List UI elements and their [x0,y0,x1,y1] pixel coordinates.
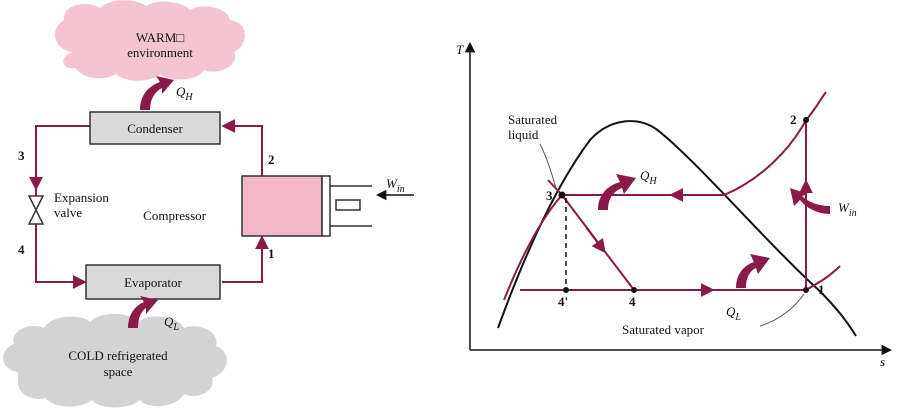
warm-label-line1: WARM□ [136,30,184,45]
ts-qh-arrow [598,174,636,210]
ts-s-axis-label: s [880,354,885,369]
schematic-qh-label: QH [176,84,193,103]
condenser-box [89,111,221,145]
ts-point-2-marker [803,117,809,123]
expansion-label-line2: valve [54,205,82,220]
evaporator-box [85,264,221,300]
cold-space-cloud [3,313,227,408]
ts-ql-label: QL [726,304,741,323]
evaporator-label: Evaporator [124,275,182,290]
compressor [241,175,372,237]
ts-point-2-label: 2 [790,112,797,127]
ts-win-label: Win [838,200,857,219]
refrigerant-piping [29,119,269,289]
ts-ql-arrow [736,254,770,288]
schematic-win-label: Win [386,176,405,195]
cold-label-line2: space [104,364,133,379]
ts-t-axis-label: T [456,42,464,57]
schematic-state-1: 1 [268,246,275,261]
saturated-liquid-line1: Saturated [508,112,558,127]
cycle-schematic: WARM□ environment COLD refrigerated spac… [3,0,414,408]
ts-point-3-marker [558,191,566,199]
ts-point-4p-marker [563,287,569,293]
saturated-vapor-label: Saturated vapor [622,322,705,337]
ts-point-3-label: 3 [546,188,553,203]
qh-out-arrow [140,76,174,110]
warm-label-line2: environment [127,45,193,60]
ts-point-4p-label: 4' [558,294,568,309]
ts-point-4-label: 4 [629,294,636,309]
ql-in-arrow [128,296,158,328]
schematic-ql-label: QL [164,314,179,333]
compressor-label: Compressor [143,208,207,223]
schematic-state-2: 2 [268,152,275,167]
cold-label-line1: COLD refrigerated [68,348,168,363]
ts-qh-label: QH [640,168,657,187]
ts-point-1-marker [803,287,809,293]
expansion-valve-icon [27,195,45,225]
saturation-dome [497,120,857,337]
schematic-state-4: 4 [18,242,25,257]
schematic-state-3: 3 [18,148,25,163]
condenser-label: Condenser [127,121,183,136]
ts-diagram: T s [456,41,893,369]
warm-environment-cloud [55,0,245,81]
cycle-path [503,91,841,301]
saturated-vapor-leader [759,293,805,327]
expansion-label-line1: Expansion [54,190,109,205]
ts-win-arrow [790,188,830,214]
saturated-liquid-leader [539,143,557,189]
ts-point-1-label: 1 [818,282,825,297]
ts-point-4-marker [631,287,637,293]
saturated-liquid-line2: liquid [508,127,539,142]
